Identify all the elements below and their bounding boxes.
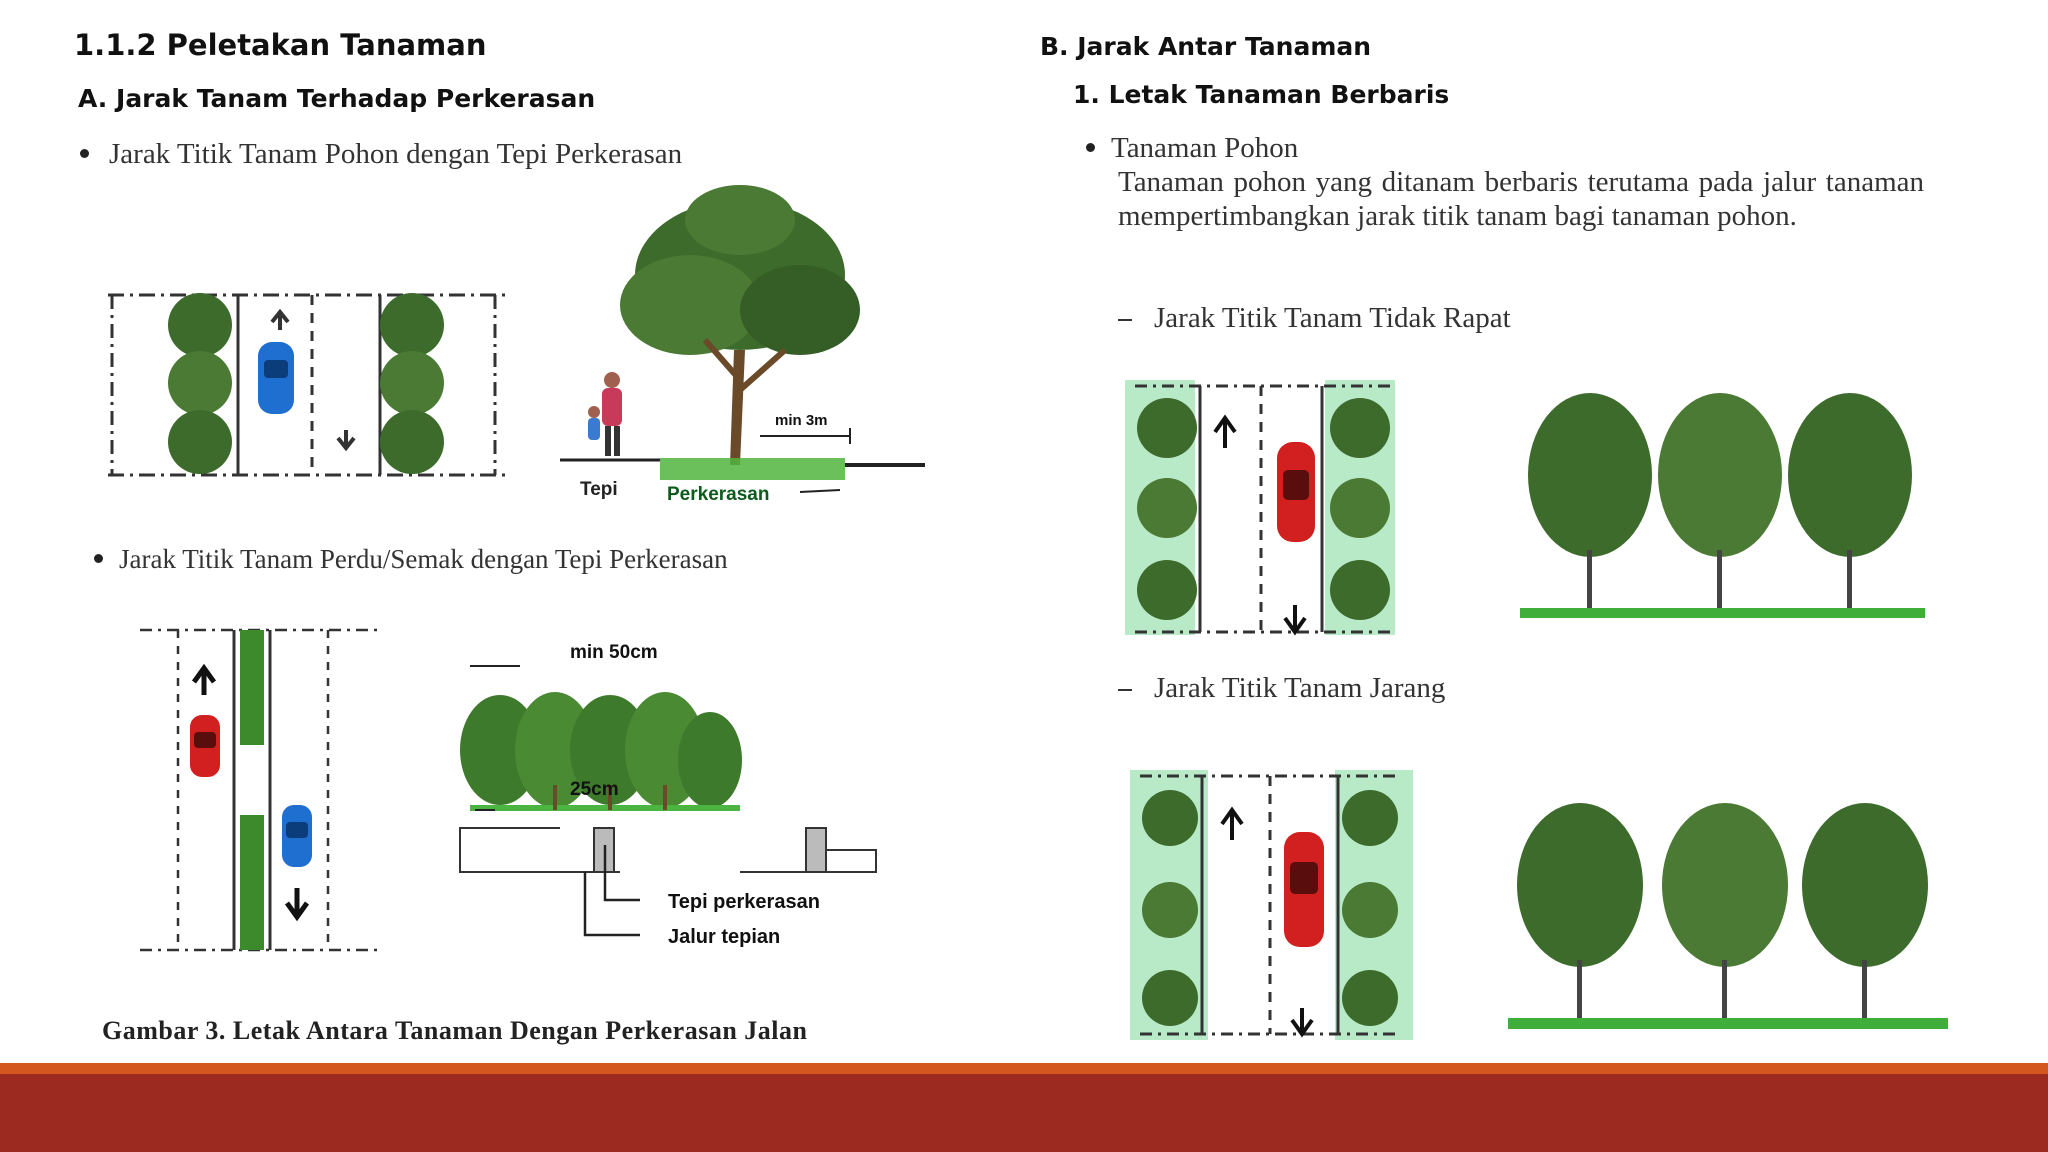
arrow-down-icon [1283,605,1307,636]
bullet-tanaman-pohon: Tanaman Pohon [1086,132,1298,165]
plan-trees-left [1142,790,1198,1026]
label-perkerasan: Perkerasan [667,484,769,505]
arrow-up-icon [191,663,217,695]
plan-trees-right [1342,790,1398,1026]
label-min-3m: min 3m [775,412,828,429]
bullet-dot [80,148,89,158]
subsection-b-heading: B. Jarak Antar Tanaman [1040,32,1372,61]
plan-trees-left [168,293,232,474]
tree-row-tidak-rapat [1520,393,1925,618]
bullet-text: Tanaman Pohon [1111,132,1299,164]
figure-tidak-rapat [1125,380,1925,636]
dash-item-tidak-rapat: Jarak Titik Tanam Tidak Rapat [1118,302,1511,335]
tree-row-jarang [1508,803,1948,1029]
plan-trees-left [1137,398,1197,620]
label-tepi: Tepi [580,479,618,500]
label-jalur-tepian: Jalur tepian [668,926,780,948]
bullet-shrub-distance: Jarak Titik Tanam Perdu/Semak dengan Tep… [94,544,728,575]
dash-text: Jarak Titik Tanam Jarang [1154,672,1446,704]
bullet-tree-distance: Jarak Titik Tanam Pohon dengan Tepi Perk… [80,138,682,171]
arrow-down-icon [284,888,310,922]
shrub-strip [240,815,264,950]
section-view-tree [560,185,925,480]
plan-trees-right [380,293,444,474]
bullet-dot [1086,142,1095,152]
arrow-up-icon [1213,414,1237,448]
dash-text: Jarak Titik Tanam Tidak Rapat [1154,302,1511,334]
label-25cm: 25cm [570,779,619,800]
item-1-heading: 1. Letak Tanaman Berbaris [1073,80,1450,109]
bullet-dot [94,554,103,564]
dash-mark [1118,319,1132,322]
arrow-up-icon [270,308,290,330]
arrow-up-icon [1220,806,1244,840]
arrow-down-icon [1290,1008,1314,1038]
footer-accent-line [0,1063,2048,1074]
bullet-text: Jarak Titik Tanam Pohon dengan Tepi Perk… [109,138,683,170]
figure-tree-pavement: min 3m Tepi Perkerasan [108,185,925,505]
bullet-text: Jarak Titik Tanam Perdu/Semak dengan Tep… [119,544,728,574]
footer-bar [0,1074,2048,1152]
subsection-a-heading: A. Jarak Tanam Terhadap Perkerasan [78,84,596,113]
plan-trees-right [1330,398,1390,620]
paragraph-tanaman-pohon: Tanaman pohon yang ditanam berbaris teru… [1118,166,1924,232]
people-icon [588,372,622,456]
arrow-down-icon [336,430,356,452]
label-min-50cm: min 50cm [570,642,658,663]
label-tepi-perkerasan: Tepi perkerasan [668,891,820,913]
shrub-strip [240,630,264,745]
dash-mark [1118,689,1132,692]
section-view-shrub [459,665,877,937]
plan-view-tree [108,293,505,477]
section-title: 1.1.2 Peletakan Tanaman [74,28,487,62]
figure-jarang [1130,770,1948,1040]
dash-item-jarang: Jarak Titik Tanam Jarang [1118,672,1445,705]
figure-shrub-pavement: min 50cm 25cm Tepi perkerasan Jalur tepi… [140,628,877,952]
figure-caption: Gambar 3. Letak Antara Tanaman Dengan Pe… [102,1016,808,1045]
